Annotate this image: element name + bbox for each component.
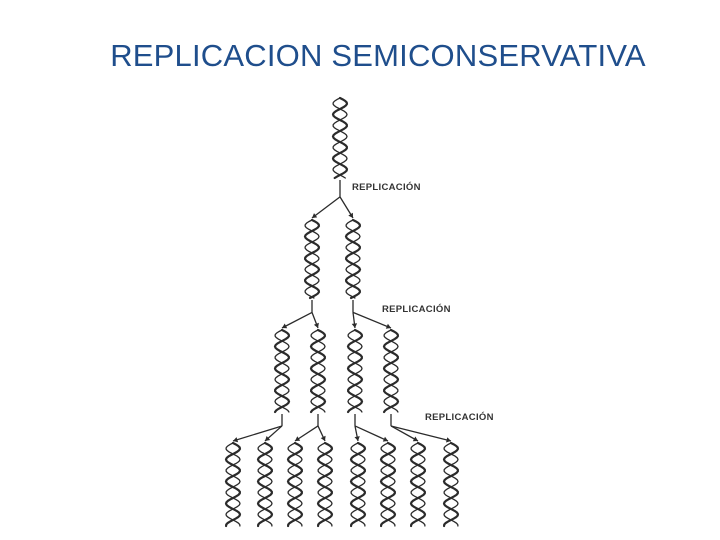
helix-group [224, 96, 460, 528]
dna-strand-parental [286, 441, 304, 528]
dna-helix [349, 441, 367, 528]
dna-strand-new [274, 329, 290, 413]
dna-strand-new [350, 442, 366, 527]
dna-strand-parental [346, 328, 364, 414]
replication-arrow [354, 414, 389, 442]
arrow-head [412, 436, 418, 442]
replication-diagram: REPLICACIÓN REPLICACIÓN REPLICACIÓN [224, 96, 494, 528]
dna-helix [286, 441, 304, 528]
dna-helix [316, 441, 334, 528]
dna-helix [256, 441, 274, 528]
dna-strand-parental [379, 441, 397, 528]
replication-arrow [311, 180, 354, 219]
dna-strand-new [317, 442, 333, 527]
dna-strand-new [332, 97, 348, 179]
dna-strand-new [310, 329, 326, 413]
dna-helix [409, 441, 427, 528]
dna-strand-parental [273, 328, 291, 414]
dna-strand-parental [224, 441, 242, 528]
replication-arrow [390, 414, 452, 442]
dna-strand-parental [303, 218, 321, 300]
arrow-head [385, 323, 391, 329]
dna-strand-new [345, 219, 361, 299]
dna-strand-new [380, 442, 396, 527]
arrow-group [232, 180, 452, 443]
arrow-head [312, 213, 318, 218]
dna-strand-parental [382, 328, 400, 414]
dna-helix [331, 96, 349, 180]
dna-strand-parental [442, 441, 460, 528]
dna-strand-parental [409, 441, 427, 528]
dna-strand-new [225, 442, 241, 527]
dna-helix [442, 441, 460, 528]
dna-strand-new [304, 219, 320, 299]
dna-strand-parental [316, 441, 334, 528]
arrow-head [313, 322, 319, 328]
arrow-head [282, 323, 288, 329]
dna-strand-parental [349, 441, 367, 528]
dna-helix [379, 441, 397, 528]
arrow-head [446, 437, 451, 443]
arrow-head [295, 436, 301, 441]
replication-label-3: REPLICACIÓN [425, 411, 494, 423]
dna-strand-new [347, 329, 363, 413]
dna-strand-new [287, 442, 303, 527]
slide-title: REPLICACION SEMICONSERVATIVA [110, 38, 646, 73]
arrow-head [320, 435, 326, 441]
replication-arrow [232, 414, 283, 442]
dna-strand-new [383, 329, 399, 413]
dna-strand-parental [256, 441, 274, 528]
replication-label-1: REPLICACIÓN [352, 181, 421, 193]
dna-strand-new [443, 442, 459, 527]
dna-strand-new [257, 442, 273, 527]
dna-helix [344, 218, 362, 300]
arrow-head [354, 436, 360, 441]
dna-helix [309, 328, 327, 414]
dna-helix [273, 328, 291, 414]
arrow-head [233, 437, 239, 443]
dna-helix [382, 328, 400, 414]
dna-strand-parental [309, 328, 327, 414]
replication-label-2: REPLICACIÓN [382, 303, 451, 315]
dna-helix [224, 441, 242, 528]
dna-strand-parental [344, 218, 362, 300]
dna-helix [346, 328, 364, 414]
arrow-head [382, 436, 388, 442]
dna-helix [303, 218, 321, 300]
replication-arrow [281, 300, 319, 329]
arrow-head [348, 212, 353, 218]
dna-strand-parental [331, 96, 349, 180]
arrow-head [351, 323, 358, 328]
arrow-head [265, 436, 271, 441]
dna-strand-new [410, 442, 426, 527]
replication-arrow [294, 414, 326, 442]
